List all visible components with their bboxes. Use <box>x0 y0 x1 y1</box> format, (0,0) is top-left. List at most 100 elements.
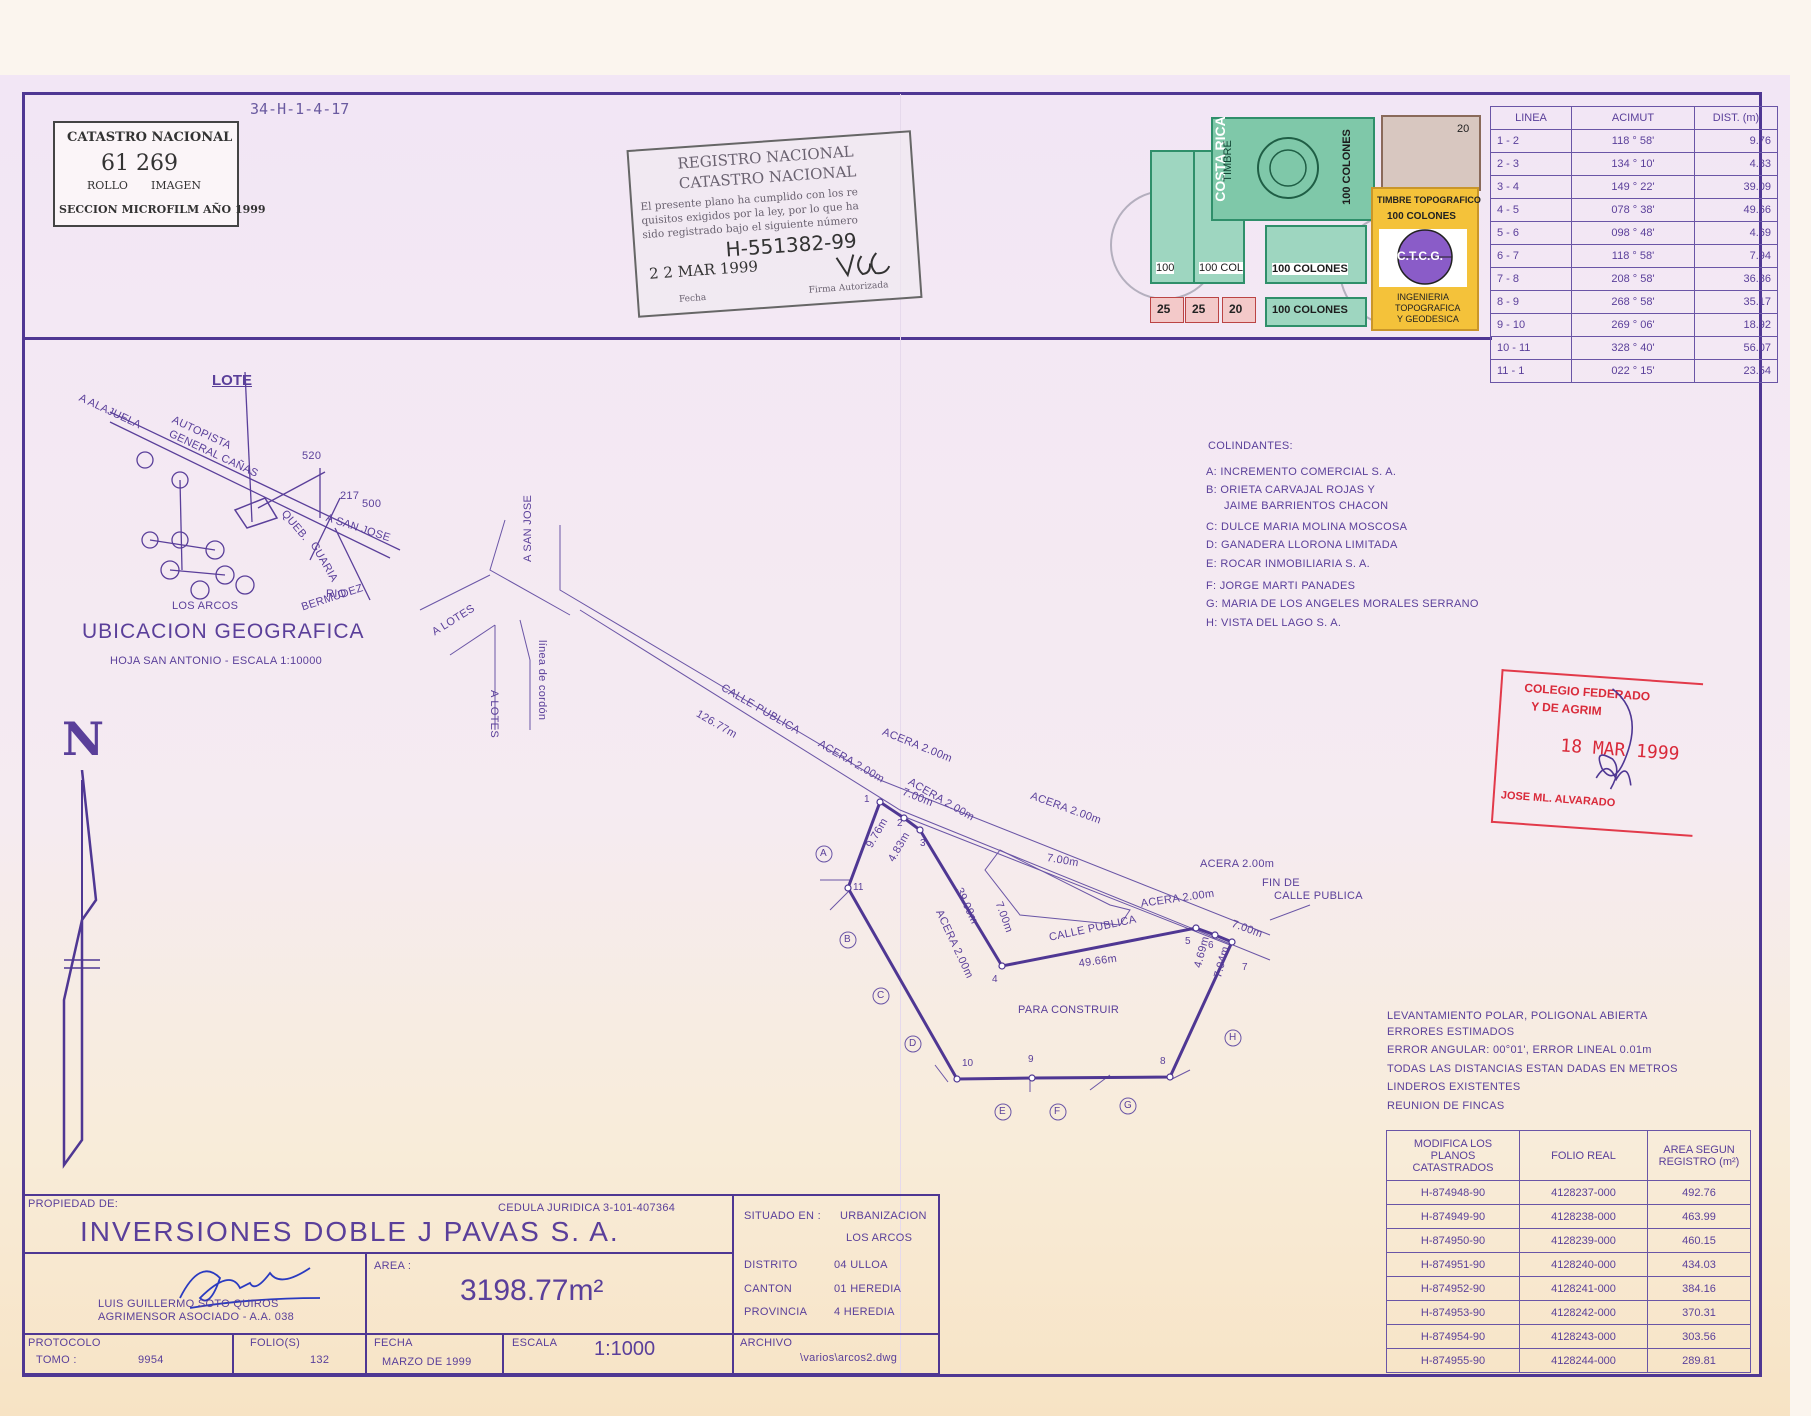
fin-label: CALLE PUBLICA <box>1274 890 1363 902</box>
header-divider <box>22 337 1492 340</box>
fecha-label: FECHA <box>374 1337 413 1349</box>
n520-label: 520 <box>302 450 322 462</box>
survey-note: ERROR ANGULAR: 00°01', ERROR LINEAL 0.01… <box>1387 1044 1652 1056</box>
table-cell: 208 ° 58' <box>1571 267 1695 291</box>
table-cell: 56.07 <box>1694 336 1778 360</box>
colindante-item: D: GANADERA LLORONA LIMITADA <box>1206 539 1398 551</box>
table-cell: 4128242-000 <box>1519 1300 1648 1325</box>
neighbor-marker: E <box>999 1106 1006 1117</box>
vertex-label: 10 <box>962 1058 974 1069</box>
n500-label: 500 <box>362 498 382 510</box>
table-cell: 4128241-000 <box>1519 1276 1648 1301</box>
stamp-ing-line: TOPOGRAFICA <box>1395 303 1461 313</box>
colindante-item: G: MARIA DE LOS ANGELES MORALES SERRANO <box>1206 598 1479 610</box>
colindante-item: A: INCREMENTO COMERCIAL S. A. <box>1206 466 1397 478</box>
neighbor-marker: H <box>1229 1032 1237 1043</box>
survey-note: TODAS LAS DISTANCIAS ESTAN DADAS EN METR… <box>1387 1063 1678 1075</box>
table-cell: 463.99 <box>1647 1204 1751 1229</box>
table-cell: 460.15 <box>1647 1228 1751 1253</box>
sidewalk-label: ACERA 2.00m <box>1200 858 1275 870</box>
stamp-ing-line: INGENIERIA <box>1397 292 1450 302</box>
stamp-green-large: COSTA RICA TIMBRE 100 COLONES <box>1211 116 1375 221</box>
vertex-label: 8 <box>1160 1056 1166 1067</box>
area-value: 3198.77m² <box>460 1274 604 1307</box>
table-cell: H-874953-90 <box>1386 1300 1520 1325</box>
title-block-line <box>232 1333 234 1375</box>
escala-label: ESCALA <box>512 1337 558 1349</box>
north-arrow-icon <box>62 770 100 1169</box>
registry-header: FOLIO REAL <box>1519 1130 1648 1181</box>
table-cell: H-874954-90 <box>1386 1324 1520 1349</box>
vertex-label: 3 <box>920 838 926 849</box>
tomo-label: TOMO : <box>36 1354 77 1366</box>
vertex-label: 9 <box>1028 1054 1034 1065</box>
table-cell: 36.86 <box>1694 267 1778 291</box>
table-cell: 4128240-000 <box>1519 1252 1648 1277</box>
distrito-value: 04 ULLOA <box>834 1259 888 1271</box>
stamp-topografico: TIMBRE TOPOGRAFICO 100 COLONES C.T.C.G. … <box>1371 187 1481 331</box>
table-cell: 4128244-000 <box>1519 1348 1648 1373</box>
azimuth-header: ACIMUT <box>1571 106 1695 130</box>
stamp-value: 100 <box>1156 262 1175 274</box>
survey-note: LINDEROS EXISTENTES <box>1387 1081 1521 1093</box>
survey-note: LEVANTAMIENTO POLAR, POLIGONAL ABIERTA <box>1387 1010 1648 1022</box>
ubicacion-subtitle: HOJA SAN ANTONIO - ESCALA 1:10000 <box>110 655 323 667</box>
table-cell: 434.03 <box>1647 1252 1751 1277</box>
stamp-green-mid: 100 COLONES <box>1265 225 1367 284</box>
stamp-value: 100 COL <box>1199 262 1244 274</box>
rio-label: RIO <box>326 588 347 600</box>
neighbor-marker: G <box>1124 1100 1132 1111</box>
distrito-label: DISTRITO <box>744 1259 798 1271</box>
stamp-red-25-1: 25 <box>1150 297 1184 323</box>
table-cell: H-874948-90 <box>1386 1180 1520 1205</box>
stamp-green-bottom: 100 COLONES <box>1265 297 1367 327</box>
ctcg-globe-icon <box>1397 229 1453 285</box>
situado-value: URBANIZACION <box>840 1210 927 1222</box>
table-cell: H-874951-90 <box>1386 1252 1520 1277</box>
stamp-value: 20 <box>1457 123 1470 135</box>
catastro-footer: SECCION MICROFILM AÑO 1999 <box>59 203 266 216</box>
table-cell: 35.17 <box>1694 290 1778 314</box>
folio-value: 132 <box>310 1354 330 1366</box>
vertex-label: 7 <box>1242 962 1248 973</box>
title-block-line <box>365 1252 367 1375</box>
situado-label: SITUADO EN : <box>744 1210 821 1222</box>
neighbor-marker: A <box>820 848 827 859</box>
vertex-label: 5 <box>1185 936 1191 947</box>
table-cell: H-874949-90 <box>1386 1204 1520 1229</box>
surveyor-name: LUIS GUILLERMO SOTO QUIROS <box>98 1298 279 1310</box>
neighbor-marker: B <box>844 934 851 945</box>
table-cell: 4128243-000 <box>1519 1324 1648 1349</box>
tomo-value: 9954 <box>138 1354 164 1366</box>
vertex-label: 4 <box>992 974 998 985</box>
registry-header: MODIFICA LOS PLANOS CATASTRADOS <box>1386 1130 1520 1181</box>
archivo-label: ARCHIVO <box>740 1337 793 1349</box>
fin-label: FIN DE <box>1262 877 1300 889</box>
neighbor-marker: F <box>1054 1106 1061 1117</box>
registry-header: AREA SEGUN REGISTRO (m²) <box>1647 1130 1751 1181</box>
colindante-item: B: ORIETA CARVAJAL ROJAS Y <box>1206 484 1376 496</box>
table-cell: 23.54 <box>1694 359 1778 383</box>
table-cell: 022 ° 15' <box>1571 359 1695 383</box>
catastro-number: 61 269 <box>101 151 178 176</box>
revenue-stamps: 100 100 COL COSTA RICA TIMBRE 100 COLONE… <box>1110 115 1481 335</box>
table-cell: 4 - 5 <box>1490 198 1572 222</box>
table-cell: 303.56 <box>1647 1324 1751 1349</box>
vertex-label: 1 <box>864 794 870 805</box>
survey-note: ERRORES ESTIMADOS <box>1387 1026 1515 1038</box>
title-block-line <box>502 1333 504 1375</box>
table-cell: 118 ° 58' <box>1571 244 1695 268</box>
cedula-label: CEDULA JURIDICA 3-101-407364 <box>498 1202 676 1214</box>
table-cell: 492.76 <box>1647 1180 1751 1205</box>
table-cell: H-874955-90 <box>1386 1348 1520 1373</box>
owner-name: INVERSIONES DOBLE J PAVAS S. A. <box>80 1216 620 1247</box>
plan-frame <box>22 92 1762 1377</box>
registry-header-row: MODIFICA LOS PLANOS CATASTRADOS FOLIO RE… <box>1386 1130 1751 1181</box>
